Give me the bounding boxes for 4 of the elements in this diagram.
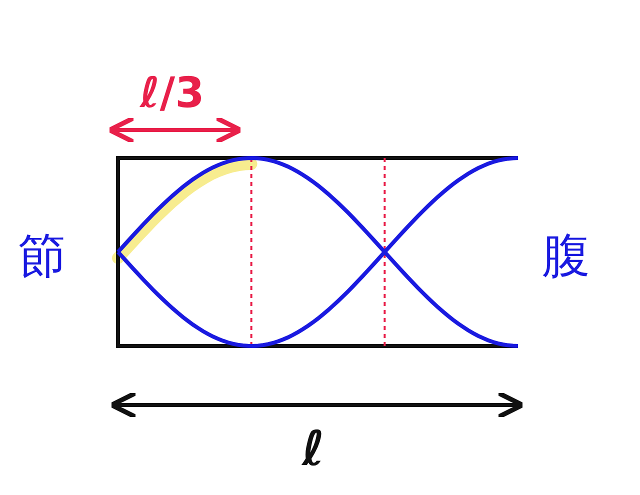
- dimension-label: ℓ: [302, 425, 325, 473]
- dimension-label: ℓ/3: [140, 72, 204, 114]
- end-label: 腹: [542, 232, 590, 280]
- end-label: 節: [18, 232, 66, 280]
